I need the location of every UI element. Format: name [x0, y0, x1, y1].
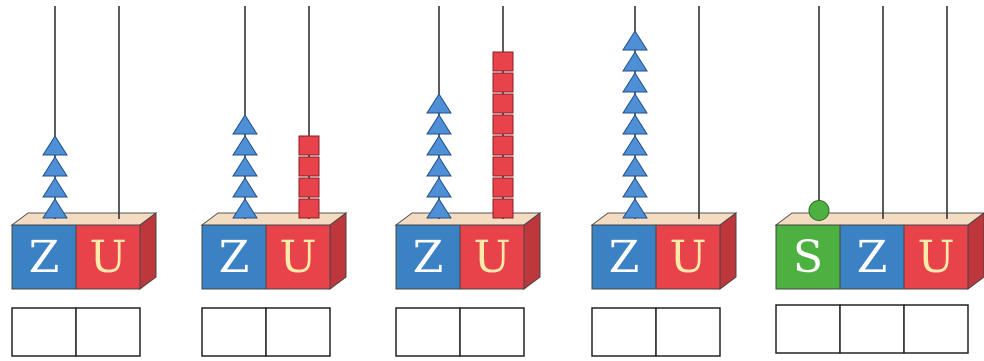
square-bead: [298, 177, 320, 198]
square-bead: [298, 198, 320, 219]
square-bead: [492, 72, 514, 93]
block-top-face: [774, 212, 984, 226]
block-side-face: [523, 212, 541, 290]
block-top-face: [10, 212, 158, 226]
square-bead: [492, 51, 514, 72]
answer-box[interactable]: [201, 307, 267, 357]
square-bead: [298, 156, 320, 177]
triangle-bead: [232, 135, 258, 156]
answer-box[interactable]: [655, 307, 721, 357]
block-label: Z: [413, 232, 444, 283]
triangle-bead: [622, 114, 648, 135]
square-bead: [492, 135, 514, 156]
ball-bead: [808, 200, 830, 221]
triangle-bead: [426, 177, 452, 198]
place-value-block-u: [459, 224, 525, 290]
triangle-bead: [622, 93, 648, 114]
block-label: U: [279, 232, 316, 283]
triangle-bead: [622, 51, 648, 72]
triangle-bead: [622, 198, 648, 219]
answer-box[interactable]: [265, 307, 331, 357]
answer-box[interactable]: [839, 304, 905, 354]
square-bead: [492, 156, 514, 177]
place-value-block-u: [265, 224, 331, 290]
block-label: Z: [29, 232, 60, 283]
triangle-bead: [426, 198, 452, 219]
place-value-block-u: [655, 224, 721, 290]
answer-box[interactable]: [395, 307, 461, 357]
square-bead: [492, 114, 514, 135]
square-bead: [492, 93, 514, 114]
triangle-bead: [42, 156, 68, 177]
block-label: U: [917, 232, 954, 283]
place-value-block-s: [775, 224, 841, 290]
triangle-bead: [622, 135, 648, 156]
triangle-bead: [426, 114, 452, 135]
triangle-bead: [622, 72, 648, 93]
triangle-bead: [622, 156, 648, 177]
triangle-bead: [426, 135, 452, 156]
triangle-bead: [42, 177, 68, 198]
square-bead: [492, 198, 514, 219]
place-value-block-z: [395, 224, 461, 290]
place-value-block-u: [75, 224, 141, 290]
answer-box[interactable]: [11, 307, 77, 357]
block-top-face: [394, 212, 542, 226]
place-value-block-u: [903, 224, 969, 290]
triangle-bead: [426, 156, 452, 177]
triangle-bead: [42, 198, 68, 219]
place-value-block-z: [201, 224, 267, 290]
block-label: Z: [857, 232, 888, 283]
place-value-block-z: [839, 224, 905, 290]
triangle-bead: [232, 198, 258, 219]
answer-box[interactable]: [459, 307, 525, 357]
block-top-face: [200, 212, 348, 226]
answer-box[interactable]: [75, 307, 141, 357]
block-label: U: [669, 232, 706, 283]
triangle-bead: [232, 156, 258, 177]
triangle-bead: [42, 135, 68, 156]
square-bead: [492, 177, 514, 198]
block-label: Z: [609, 232, 640, 283]
answer-box[interactable]: [775, 304, 841, 354]
block-side-face: [139, 212, 157, 290]
block-label: Z: [219, 232, 250, 283]
triangle-bead: [622, 177, 648, 198]
triangle-bead: [232, 177, 258, 198]
block-side-face: [329, 212, 347, 290]
block-side-face: [719, 212, 737, 290]
block-top-face: [590, 212, 738, 226]
triangle-bead: [426, 93, 452, 114]
answer-box[interactable]: [591, 307, 657, 357]
block-side-face: [967, 212, 984, 290]
block-label: U: [473, 232, 510, 283]
block-label: U: [89, 232, 126, 283]
triangle-bead: [622, 30, 648, 51]
square-bead: [298, 135, 320, 156]
answer-box[interactable]: [903, 304, 969, 354]
block-label: S: [793, 232, 823, 283]
triangle-bead: [232, 114, 258, 135]
